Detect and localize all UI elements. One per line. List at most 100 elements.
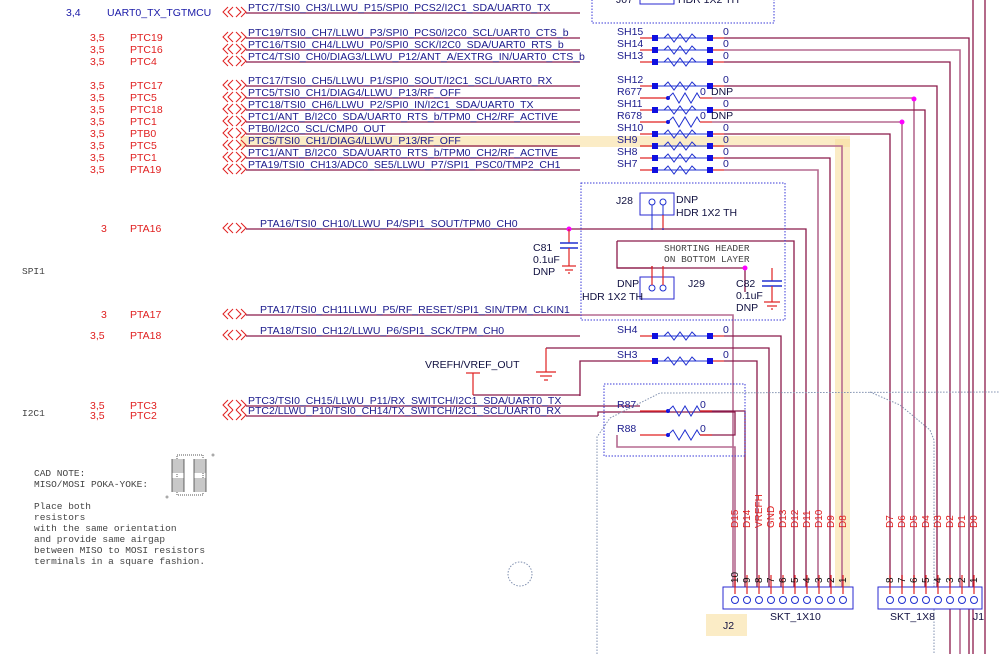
net-name: PTC5 xyxy=(130,92,157,104)
net-signal-label: PTC5/TSI0_CH1/DIAG4/LLWU_P13/RF_OFF xyxy=(248,135,461,147)
j2-pin-number: 7 xyxy=(766,577,777,583)
capacitor-c82[interactable]: C82 0.1uF DNP xyxy=(736,268,782,314)
j2-pin[interactable] xyxy=(731,596,739,604)
c82-dnp: DNP xyxy=(736,302,758,314)
offpage-connector-icon xyxy=(222,103,247,115)
offpage-connector-icon xyxy=(222,399,247,411)
partial-header-type: HDR 1X2 TH xyxy=(678,0,739,6)
j1-pin[interactable] xyxy=(970,596,978,604)
net-name: PTC4 xyxy=(130,56,157,68)
net-name: UART0_TX_TGTMCU xyxy=(107,7,211,19)
offpage-connector-icon xyxy=(222,139,247,151)
header-j29[interactable]: J29 DNP HDR 1X2 TH xyxy=(582,266,705,303)
net-sheet-ref: 3,5 xyxy=(90,400,105,412)
j2-pin-number: 1 xyxy=(838,577,849,583)
j2-pin[interactable] xyxy=(839,596,847,604)
j1-pin[interactable] xyxy=(934,596,942,604)
header-j28[interactable]: J28 DNP HDR 1X2 TH xyxy=(616,192,737,230)
resistor-value: 0 xyxy=(723,134,729,146)
j1-pin-number: 7 xyxy=(897,577,908,583)
j2-pin-net: D13 xyxy=(778,509,789,528)
j1-pin[interactable] xyxy=(958,596,966,604)
net-name: PTC19 xyxy=(130,32,163,44)
svg-text:with the same orientation: with the same orientation xyxy=(34,523,177,534)
resistor-value: 0 xyxy=(723,349,729,361)
hdr-region-box xyxy=(580,182,786,321)
j29-type: HDR 1X2 TH xyxy=(582,291,643,303)
net-signal-label: PTC19/TSI0_CH7/LLWU_P3/SPI0_PCS0/I2C0_SC… xyxy=(248,27,569,39)
junction-dot xyxy=(742,265,748,271)
j2-pin[interactable] xyxy=(767,596,775,604)
j2-pin[interactable] xyxy=(827,596,835,604)
j2-pin-net: D10 xyxy=(814,509,825,528)
net-sheet-ref: 3,5 xyxy=(90,410,105,422)
j2-pin[interactable] xyxy=(755,596,763,604)
j1-pin-net: D7 xyxy=(885,515,896,528)
offpage-connector-icon xyxy=(222,308,247,320)
j2-pin[interactable] xyxy=(779,596,787,604)
shorting-note-line1: SHORTING HEADER xyxy=(664,243,750,254)
j2-pin[interactable] xyxy=(791,596,799,604)
j1-pin[interactable] xyxy=(922,596,930,604)
offpage-connector-icon xyxy=(222,79,247,91)
connector-j2[interactable]: 10D159D148VREFH7GND6D135D124D113D102D91D… xyxy=(722,0,854,610)
svg-text:between MISO to MOSI resistors: between MISO to MOSI resistors xyxy=(34,545,205,556)
svg-text:and provide same airgap: and provide same airgap xyxy=(34,534,165,545)
net-sheet-ref: 3,5 xyxy=(90,104,105,116)
net-name: PTC1 xyxy=(130,152,157,164)
vref-label: VREFH/VREF_OUT xyxy=(425,359,520,371)
j2-pin[interactable] xyxy=(815,596,823,604)
resistor-value: 0 xyxy=(723,74,729,86)
net-signal-label: PTC4/TSI0_CH0/DIAG3/LLWU_P12/ANT_A/EXTRG… xyxy=(248,51,585,63)
net-wire xyxy=(546,347,770,600)
j1-pin[interactable] xyxy=(910,596,918,604)
j1-pin-net: D2 xyxy=(945,515,956,528)
resistor-ref: SH13 xyxy=(617,50,643,62)
net-wire xyxy=(724,49,961,654)
net-sheet-ref: 3,5 xyxy=(90,116,105,128)
capacitor-c81[interactable]: C81 0.1uF DNP xyxy=(533,229,578,278)
j1-pin[interactable] xyxy=(946,596,954,604)
j1-pin[interactable] xyxy=(886,596,894,604)
offpage-connector-icon xyxy=(222,6,247,18)
j2-pin-number: 3 xyxy=(814,577,825,583)
j2-pin-number: 4 xyxy=(802,577,813,583)
j1-pin[interactable] xyxy=(898,596,906,604)
j2-pin[interactable] xyxy=(743,596,751,604)
offpage-connector-icon xyxy=(222,222,247,234)
j2-pin[interactable] xyxy=(803,596,811,604)
